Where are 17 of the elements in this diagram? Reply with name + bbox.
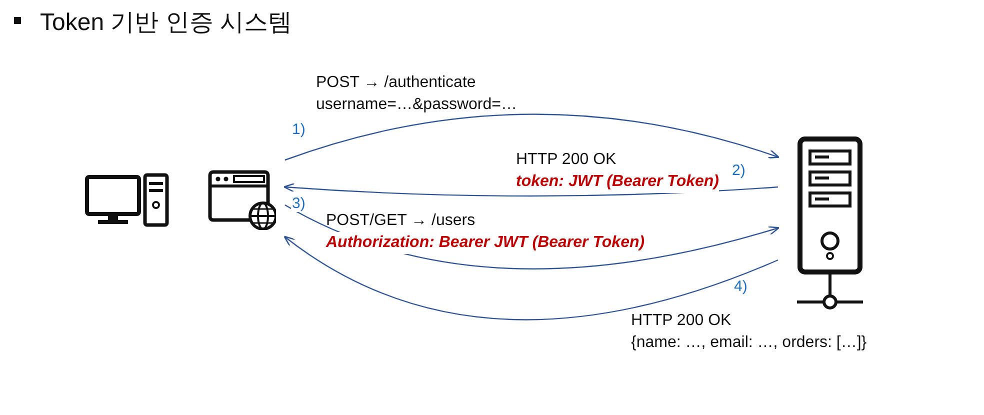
step-number: 4) (733, 279, 748, 295)
status-text: HTTP 200 OK (631, 311, 732, 331)
arrow (284, 236, 778, 320)
step-number: 1) (291, 122, 306, 138)
step-number: 2) (731, 163, 746, 179)
server-icon (795, 136, 865, 312)
status-text: HTTP 200 OK (516, 150, 616, 170)
response-body-text: {name: …, email: …, orders: […]} (631, 333, 867, 353)
arrow (284, 114, 780, 161)
title: Token 기반 인증 시스템 (40, 8, 292, 38)
request-text: POST/GET → /users (326, 211, 476, 231)
browser-icon (208, 170, 276, 230)
step-number: 3) (291, 196, 306, 212)
token-text: token: JWT (Bearer Token) (516, 171, 719, 193)
arrow (283, 182, 778, 197)
header-text: Authorization: Bearer JWT (Bearer Token) (326, 232, 645, 254)
request-text: POST → /authenticate username=…&password=… (316, 73, 518, 115)
